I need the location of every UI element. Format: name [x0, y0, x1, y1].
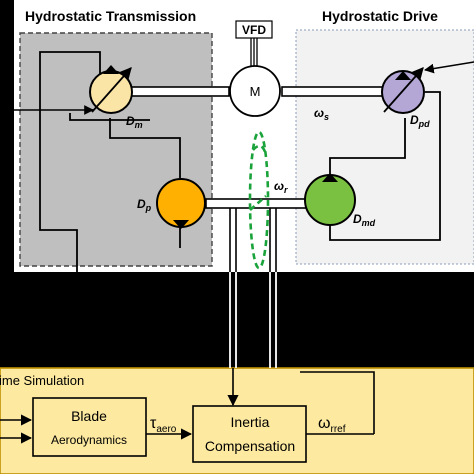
- label-dpd: Dpd: [410, 113, 430, 129]
- label-omega-rref: ωrref: [318, 415, 346, 435]
- inertia-compensation-block: [192, 405, 307, 463]
- blade-label-line1: Blade: [71, 408, 107, 424]
- hydrostatic-drive-region: [295, 29, 474, 265]
- title-hydrostatic-transmission: Hydrostatic Transmission: [25, 8, 196, 24]
- simulation-title: ime Simulation: [0, 373, 84, 388]
- electric-motor: [229, 65, 281, 117]
- hydraulic-lines-right: [329, 91, 441, 241]
- blade-label-line2: Aerodynamics: [51, 433, 127, 447]
- blade-aerodynamics-block: [32, 397, 147, 457]
- label-dp: Dp: [137, 197, 152, 213]
- pump-dm: [89, 65, 133, 114]
- signal-lines-upper: [229, 272, 277, 368]
- input-arrow-dpd: [424, 61, 474, 74]
- pump-dp: [156, 178, 206, 229]
- hydrostatic-transmission-region: [19, 32, 213, 267]
- label-dmd: Dmd: [353, 212, 376, 228]
- shafts: [116, 86, 392, 272]
- motor-dmd: [304, 173, 356, 226]
- title-hydrostatic-drive: Hydrostatic Drive: [322, 8, 438, 24]
- label-tau-aero: τaero: [150, 415, 177, 435]
- inertia-label-line2: Compensation: [205, 438, 295, 454]
- label-dm: Dm: [126, 114, 143, 130]
- motor-label: M: [250, 84, 261, 99]
- rotor-outline: [248, 130, 270, 270]
- label-omega-s: ωs: [314, 106, 329, 122]
- inertia-label-line1: Inertia: [231, 414, 270, 430]
- omega-rref-feedback: [300, 371, 375, 434]
- label-omega-r: ωr: [274, 179, 288, 195]
- vfd-cable: [250, 38, 258, 66]
- pump-dpd: [381, 67, 425, 114]
- vfd-label: VFD: [242, 23, 266, 37]
